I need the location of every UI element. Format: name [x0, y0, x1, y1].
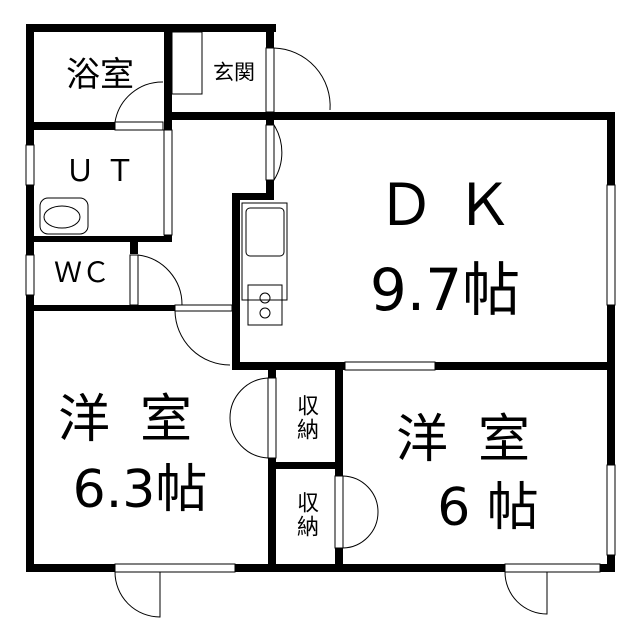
room-label-entrance: 玄関	[213, 60, 255, 85]
room-size-dk: 9.7帖	[369, 256, 521, 324]
room-label-closet1: 収納	[293, 394, 318, 442]
room-label-toilet: ＷＣ	[53, 256, 111, 289]
room-label-dk: ＤＫ	[376, 171, 534, 239]
sink-icon	[245, 207, 285, 257]
kitchen-counter	[241, 202, 288, 301]
room-size-western2: 6 帖	[437, 478, 539, 538]
room-label-bath: 浴室	[66, 55, 134, 95]
washbasin-icon	[39, 197, 89, 235]
stove-icon	[247, 284, 283, 326]
doors	[114, 31, 548, 618]
windows	[25, 129, 616, 573]
room-label-western1: 洋室	[57, 390, 223, 450]
room-label-closet2: 収納	[293, 491, 318, 539]
fixtures	[39, 197, 288, 326]
room-size-western1: 6.3帖	[72, 460, 208, 520]
room-label-western2: 洋室	[395, 410, 561, 470]
room-label-utility: ＵＴ	[65, 154, 145, 189]
